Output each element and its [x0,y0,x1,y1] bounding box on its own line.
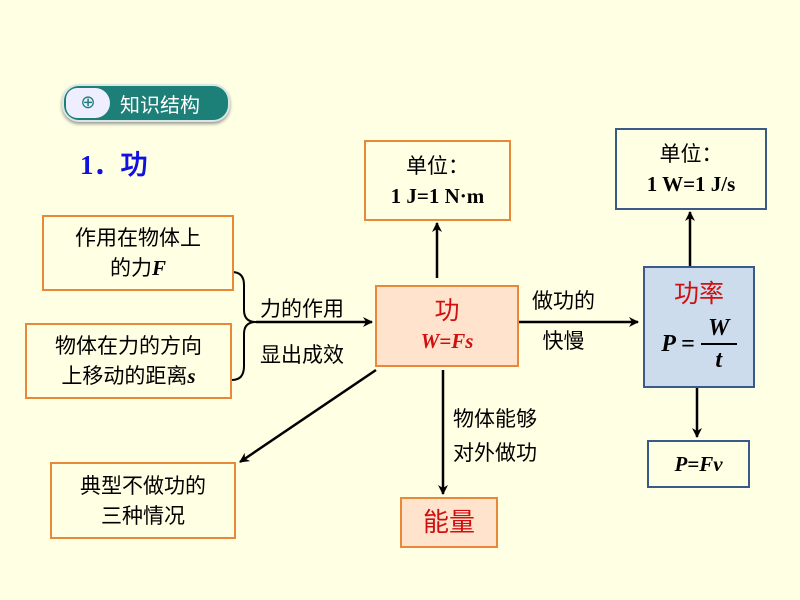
power-alt-formula: P=Fv [674,452,723,476]
force-line1: 作用在物体上 [75,226,201,250]
no-work-line2: 三种情况 [101,503,185,528]
power-box: 功率 P = W t [643,266,755,388]
work-box: 功 W=Fs [375,285,519,367]
knowledge-badge: ⊕ 知识结构 [62,84,230,122]
unit-label: 单位： [406,153,469,178]
distance-symbol: s [187,364,196,388]
badge-label: 知识结构 [120,93,200,117]
unit-value: 1 J=1 N·m [390,183,485,208]
work-title: 功 [434,296,460,325]
magnify-plus-icon: ⊕ [66,88,110,118]
work-formula: W=Fs [420,329,474,353]
speed-label: 做功的 快慢 [532,288,595,354]
force-box: 作用在物体上 的力F [42,215,234,291]
brace [231,271,257,381]
no-work-box: 典型不做功的 三种情况 [50,462,236,539]
unit-label: 单位： [659,142,723,166]
force-line2: 的力 [109,256,152,280]
brace-label: 力的作用 显出成效 [260,296,344,368]
speed-line2: 快慢 [542,329,585,353]
fraction-bar [700,343,737,345]
brace-line2: 显出成效 [260,343,344,367]
unit-value: 1 W=1 J/s [646,172,736,196]
section-title: 1．功 [80,150,148,180]
power-title: 功率 [673,279,724,308]
arrow-diag-nowork [239,368,377,464]
work-unit-box: 单位： 1 J=1 N·m [364,140,511,221]
speed-line1: 做功的 [532,289,595,313]
distance-box: 物体在力的方向 上移动的距离s [25,323,232,399]
power-numerator: W [708,315,730,341]
energy-label: 物体能够 对外做功 [453,406,537,466]
distance-line1: 物体在力的方向 [55,334,202,358]
energy-title: 能量 [422,507,475,538]
brace-line1: 力的作用 [260,297,344,321]
energy-box: 能量 [400,497,498,548]
force-symbol: F [151,256,166,280]
power-unit-box: 单位： 1 W=1 J/s [615,128,767,210]
power-alt-box: P=Fv [647,440,750,488]
power-denominator: t [715,347,723,373]
no-work-line1: 典型不做功的 [80,473,206,498]
energy-line1: 物体能够 [453,407,537,431]
power-lhs: P = [661,331,695,357]
distance-line2: 上移动的距离 [61,364,188,388]
energy-line2: 对外做功 [453,441,537,465]
